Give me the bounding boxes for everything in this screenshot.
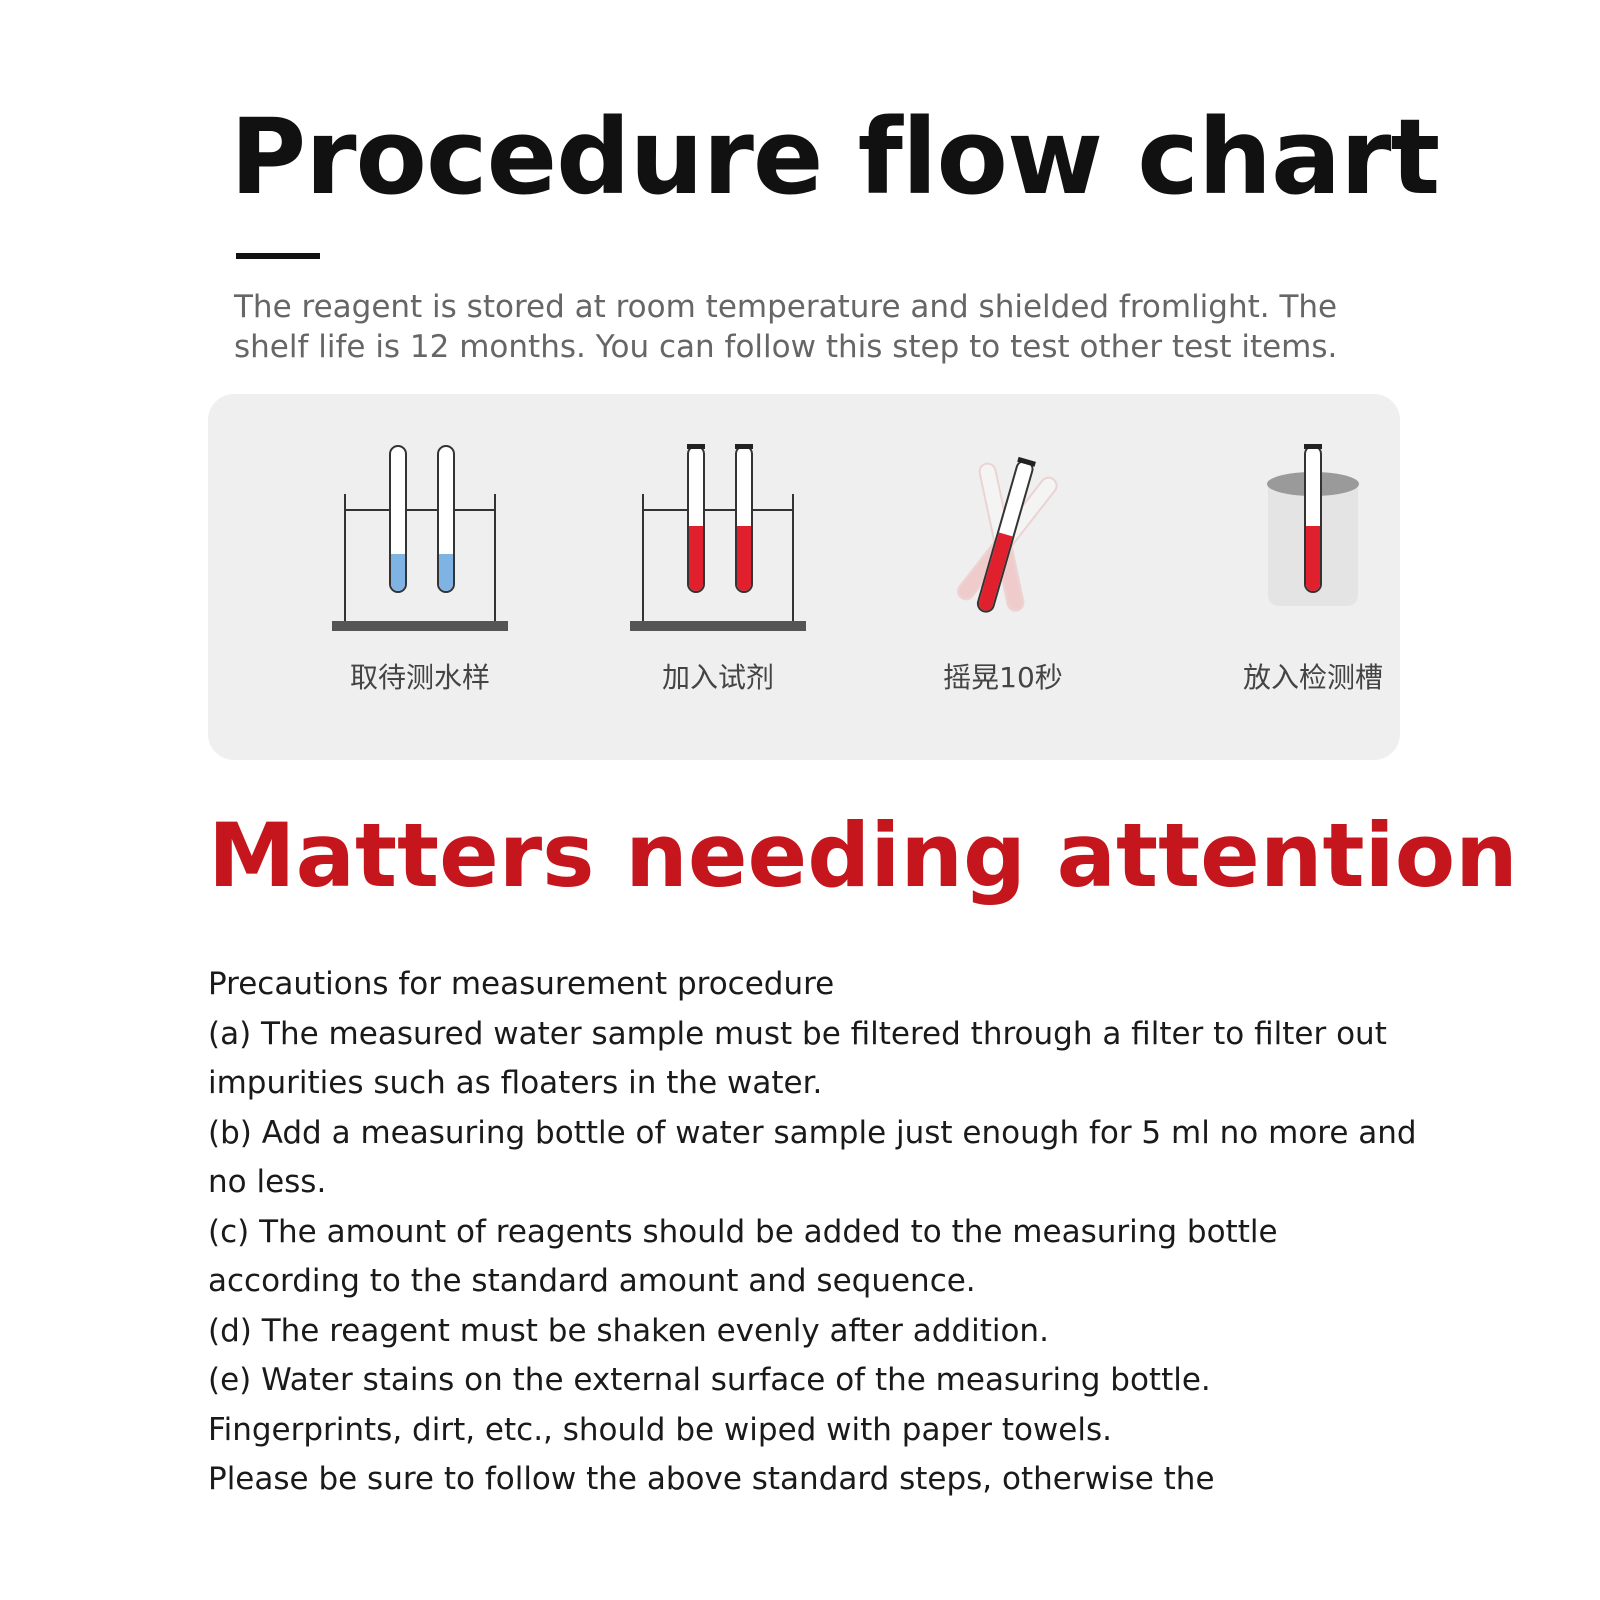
intro-text: The reagent is stored at room temperatur… [234, 289, 1338, 365]
precautions-list: Precautions for measurement procedure (a… [208, 960, 1428, 1505]
attention-title: Matters needing attention [208, 804, 1518, 907]
closing-note: Please be sure to follow the above stand… [208, 1461, 1215, 1497]
title-underline [236, 253, 320, 259]
shaking-tube-icon [957, 456, 1058, 613]
step-label: 摇晃10秒 [943, 661, 1063, 694]
page-title: Procedure flow chart [230, 96, 1440, 218]
step-add-reagent: 加入试剂 [578, 394, 858, 760]
precautions-heading: Precautions for measurement procedure [208, 966, 835, 1002]
steps-panel: 取待测水样 加入试剂 [208, 394, 1400, 760]
step-label: 放入检测槽 [1242, 661, 1383, 694]
test-tubes-rack-blue-icon [332, 445, 508, 631]
step-shake: 摇晃10秒 [863, 394, 1143, 760]
precaution-item-b: (b) Add a measuring bottle of water samp… [208, 1114, 1417, 1201]
precaution-item-a: (a) The measured water sample must be fi… [208, 1015, 1387, 1102]
test-tubes-rack-red-icon [630, 444, 806, 631]
precaution-item-e-continued: Fingerprints, dirt, etc., should be wipe… [208, 1411, 1112, 1448]
tube-in-slot-icon [1267, 444, 1359, 606]
step-label: 取待测水样 [349, 661, 490, 694]
step-label: 加入试剂 [661, 661, 774, 694]
precaution-item-c: (c) The amount of reagents should be add… [208, 1213, 1278, 1300]
step-take-sample: 取待测水样 [280, 394, 560, 760]
step-insert-slot: 放入检测槽 [1173, 394, 1453, 760]
precaution-item-d: (d) The reagent must be shaken evenly af… [208, 1312, 1049, 1349]
precaution-item-e: (e) Water stains on the external surface… [208, 1362, 1211, 1398]
